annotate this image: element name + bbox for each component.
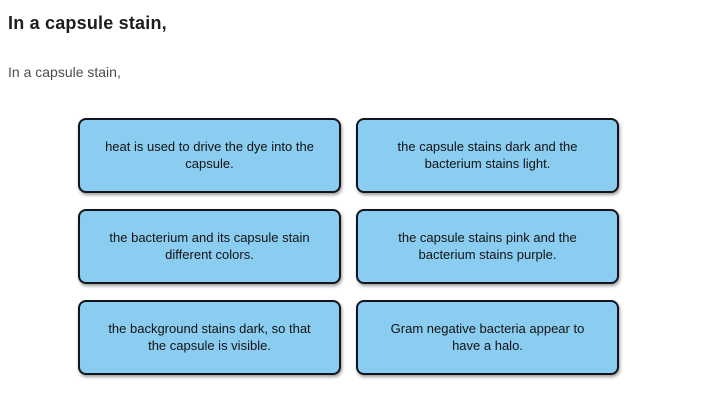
question-title: In a capsule stain, — [8, 13, 167, 33]
question-prompt: In a capsule stain, — [8, 64, 121, 80]
answer-options-grid: heat is used to drive the dye into the c… — [78, 118, 619, 375]
answer-card[interactable]: heat is used to drive the dye into the c… — [78, 118, 341, 193]
answer-card-label: Gram negative bacteria appear to have a … — [390, 321, 585, 353]
answer-card-label: the bacterium and its capsule stain diff… — [109, 230, 310, 262]
answer-card[interactable]: the background stains dark, so that the … — [78, 300, 341, 375]
answer-card[interactable]: the bacterium and its capsule stain diff… — [78, 209, 341, 284]
answer-card-label: the background stains dark, so that the … — [108, 321, 311, 353]
answer-card-label: heat is used to drive the dye into the c… — [105, 139, 314, 171]
answer-card-label: the capsule stains dark and the bacteriu… — [397, 139, 578, 171]
answer-card[interactable]: the capsule stains dark and the bacteriu… — [356, 118, 619, 193]
answer-card[interactable]: Gram negative bacteria appear to have a … — [356, 300, 619, 375]
answer-card-label: the capsule stains pink and the bacteriu… — [398, 230, 577, 262]
answer-card[interactable]: the capsule stains pink and the bacteriu… — [356, 209, 619, 284]
